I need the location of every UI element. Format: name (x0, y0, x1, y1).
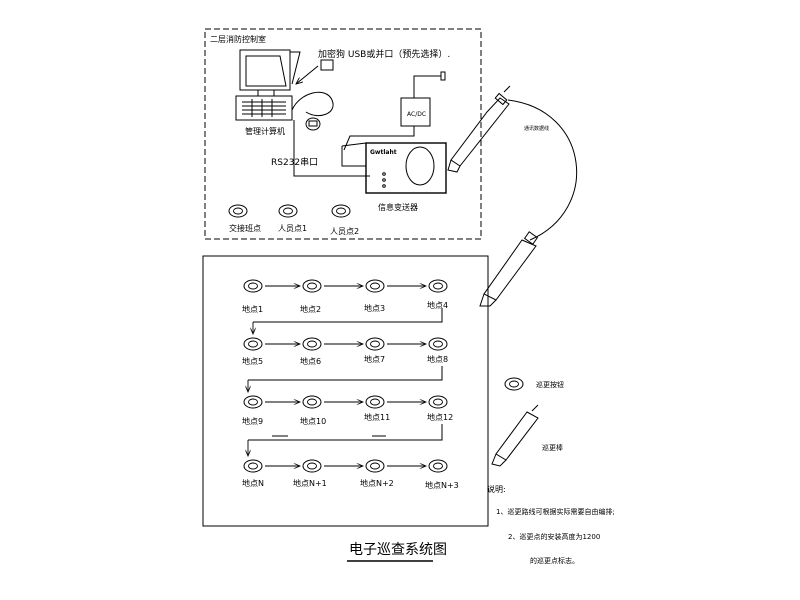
control-room: 二层消防控制室 管理计算机 加密狗 USB或并口（预先选择）. RS232串口 (204, 28, 482, 240)
patrol-point-label: 地点12 (427, 412, 453, 422)
legend-wand-icon (491, 404, 539, 467)
patrol-point-icon (365, 459, 385, 473)
cable-label: 通讯数据线 (524, 125, 549, 132)
notes: 说明: 1、巡更路线可根据实际需要自由编排; 2、巡更点的安装高度为1200 的… (487, 484, 615, 565)
patrol-point-label: 地点9 (242, 416, 263, 426)
patrol-point-label: 地点N (242, 478, 264, 488)
patrol-point-icon (302, 459, 322, 473)
control-room-title: 二层消防控制室 (210, 34, 266, 44)
patrol-point-icon (365, 395, 385, 409)
patrol-point-icon (302, 395, 322, 409)
patrol-point-icon (302, 337, 322, 351)
patrol-point-label: 地点5 (242, 356, 263, 366)
notes-line-2: 2、巡更点的安装高度为1200 (508, 532, 600, 541)
patrol-point-icon (428, 459, 448, 473)
plug-icon (440, 71, 446, 81)
patrol-point-label: 地点10 (300, 416, 326, 426)
mouse-icon (305, 117, 321, 131)
patrol-point-label: 地点N+3 (425, 480, 459, 490)
legend-button-icon (504, 377, 524, 391)
adapter-box (400, 97, 431, 127)
power-cable (413, 75, 441, 98)
patrol-point-label: 地点8 (427, 354, 448, 364)
legend-wand-label: 巡更棒 (542, 443, 563, 452)
patrol-point-icon (365, 337, 385, 351)
computer-label: 管理计算机 (245, 126, 285, 136)
legend-button-label: 巡更按钮 (536, 380, 564, 389)
rs232-cable (293, 120, 370, 177)
patrol-wand-bottom (479, 231, 539, 307)
notes-heading: 说明: (487, 484, 506, 494)
patrol-point-label: 地点2 (300, 304, 321, 314)
personnel-2-button-icon (331, 204, 351, 218)
data-cable (507, 99, 578, 241)
patrol-point-label: 地点3 (364, 303, 385, 313)
transmitter-label: 信息变送器 (378, 202, 418, 212)
patrol-point-icon (302, 279, 322, 293)
transmitter-brand: Gwtlaht (370, 149, 397, 156)
patrol-point-label: 地点4 (427, 300, 448, 310)
control-room-border (204, 28, 482, 240)
handover-button-icon (228, 204, 248, 218)
patrol-point-label: 地点11 (364, 412, 390, 422)
notes-line-1: 1、巡更路线可根据实际需要自由编排; (496, 507, 615, 516)
rs232-label: RS232串口 (271, 157, 318, 168)
mouse-cable (291, 91, 334, 116)
patrol-point-icon (243, 337, 263, 351)
patrol-point-label: 地点N+1 (293, 478, 327, 488)
personnel-1-button-icon (278, 204, 298, 218)
patrol-point-label: 地点N+2 (360, 478, 394, 488)
encryption-dog-label: 加密狗 USB或并口（预先选择）. (318, 48, 450, 60)
transmitter-box (341, 142, 447, 194)
adapter-label: AC/DC (407, 111, 426, 118)
notes-line-3: 的巡更点标志。 (530, 556, 579, 565)
patrol-point-icon (243, 279, 263, 293)
patrol-point-icon (243, 395, 263, 409)
patrol-point-icon (428, 337, 448, 351)
patrol-point-label: 地点1 (242, 304, 263, 314)
patrol-point-icon (365, 279, 385, 293)
handover-button-label: 交接班点 (229, 223, 261, 233)
patrol-route: 地点1 地点2 地点3 地点4 地点5 地点6 地点7 地点8 地点9 地点10… (202, 255, 489, 527)
diagram-title: 电子巡查系统图 (349, 542, 447, 558)
encryption-dog-icon (320, 59, 334, 71)
personnel-1-label: 人员点1 (278, 224, 307, 233)
patrol-point-icon (428, 395, 448, 409)
patrol-point-icon (243, 459, 263, 473)
patrol-point-label: 地点7 (364, 354, 385, 364)
computer-icon (235, 49, 301, 121)
patrol-point-label: 地点6 (300, 356, 321, 366)
legend: 巡更按钮 巡更棒 (491, 377, 564, 467)
patrol-point-icon (428, 279, 448, 293)
personnel-2-label: 人员点2 (330, 227, 359, 236)
patrol-route-border (202, 255, 489, 527)
patrol-wand-top (447, 85, 511, 173)
